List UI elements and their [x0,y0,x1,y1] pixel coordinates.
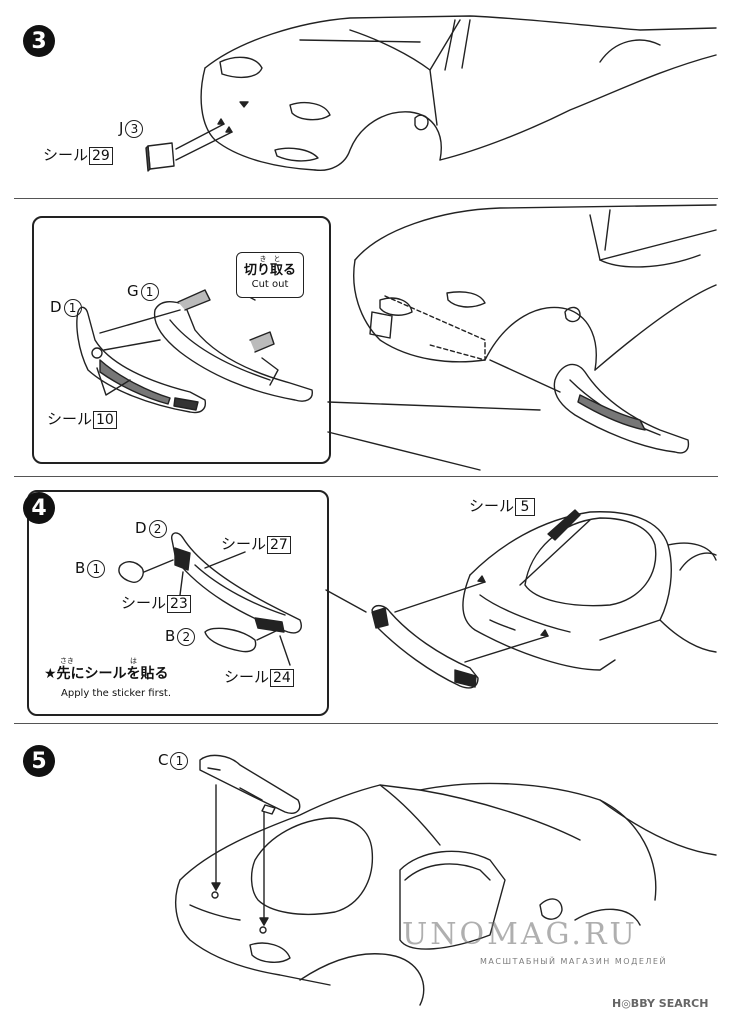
divider-1 [14,198,718,199]
car-rear-quarter-illustration [175,782,717,1006]
car-front-lower-illustration [353,204,717,371]
assembly-arrows [175,123,233,161]
hobby-search-watermark: H◎BBY SEARCH [612,997,709,1010]
watermark-title: UNOMAG.RU [402,917,638,952]
grille-part-g1 [153,289,313,402]
license-plate-part [145,142,175,172]
sticker-10-leaders [96,367,131,396]
arrow-heads [217,118,233,133]
wing-arrow-heads [211,882,269,926]
sticker-prefix: シール [47,410,93,428]
sticker-prefix: シール [224,668,270,686]
part-number: 2 [177,627,196,646]
watermark-subtitle: МАСШТАБНЫЙ МАГАЗИН МОДЕЛЕЙ [480,957,667,966]
part-number: 2 [148,519,167,538]
car-front-illustration [200,15,717,172]
lens-arrows [143,559,279,641]
cut-ruby: き と [259,255,281,263]
divider-3 [14,723,718,724]
sticker-number: 5 [515,498,536,516]
rear-wing-part-c1 [199,754,301,815]
sticker-number: 29 [89,147,113,165]
part-letter: C [158,751,169,769]
rear-bumper-part-installed [371,605,479,689]
step-number-5: 5 [23,745,55,777]
part-letter: D [50,298,62,316]
sticker-prefix: シール [43,146,89,164]
assembly-arrow-bumper [489,359,561,393]
part-letter: B [165,627,176,645]
inset-pointer-step4 [325,589,367,613]
part-letter: G [127,282,139,300]
sticker-number: 10 [93,411,117,429]
part-letter: D [135,519,147,537]
wing-assembly-lines [215,784,265,926]
step-number-4: 4 [23,492,55,524]
inset-box-rear-bumper [27,490,329,716]
part-number: 1 [140,282,159,301]
divider-2 [14,476,718,477]
sticker-prefix: シール [221,535,267,553]
step-number-3: 3 [23,25,55,57]
sticker-prefix: シール [469,497,515,515]
front-bumper-part-installed [553,363,690,454]
part-letter: J [119,119,124,137]
lens-b2 [204,627,257,653]
sticker-leaders-step4 [179,551,291,666]
apply-sticker-note-jp: ★先にシールを貼る [44,666,169,682]
assembly-arrows-step4 [394,581,549,663]
note-ruby: さき は [60,657,137,665]
arrow-heads-step4 [477,575,549,637]
part-number: 1 [87,559,106,578]
sticker-prefix: シール [121,594,167,612]
cut-out-callout: き と 切り取る Cut out [236,252,304,298]
front-bumper-part-d1 [76,306,207,414]
part-number: 1 [63,298,82,317]
part-number: 3 [125,119,144,138]
inset-pointer [327,401,541,471]
lens-b1 [118,561,144,583]
sticker-number: 24 [270,669,294,687]
cut-en: Cut out [251,279,289,290]
cut-jp: 切り取る [243,263,296,278]
part-number: 1 [170,751,189,770]
part-letter: B [75,559,86,577]
sticker-number: 23 [167,595,191,613]
inset-box-front-bumper [32,216,331,464]
car-rear-illustration [462,509,717,671]
assembly-arrows-d1 [99,309,181,351]
sticker-number: 27 [267,536,291,554]
rear-bumper-part-d2 [170,532,302,634]
apply-sticker-note-en: Apply the sticker first. [61,688,172,699]
